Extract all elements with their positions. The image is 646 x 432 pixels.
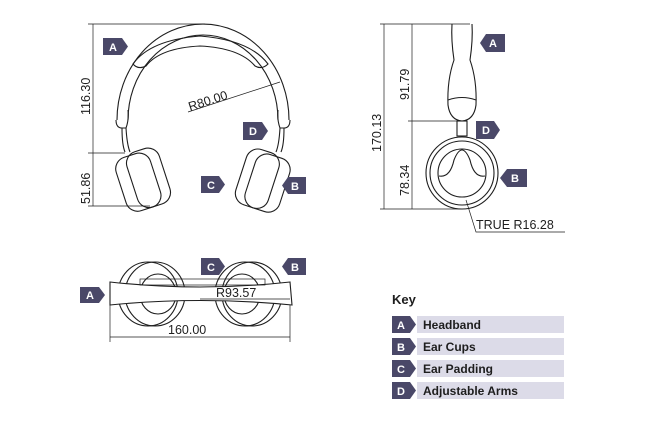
svg-text:Ear Cups: Ear Cups (423, 340, 476, 354)
label-c-top: C (201, 258, 225, 275)
headband-pad (132, 35, 269, 69)
arm-right (275, 127, 285, 153)
label-d-side: D (476, 121, 500, 139)
front-view: R80.00 116.30 51.86 A D C B (79, 23, 306, 213)
svg-text:Adjustable Arms: Adjustable Arms (423, 384, 518, 398)
key-item-headband: A Headband (392, 316, 564, 333)
label-d-front: D (243, 122, 268, 140)
key-item-adjustable-arms: D Adjustable Arms (392, 382, 564, 399)
ear-cup-side (425, 136, 499, 210)
top-width-dim: 160.00 (168, 323, 206, 337)
label-a-top: A (80, 287, 105, 303)
key-item-ear-cups: B Ear Cups (392, 338, 564, 355)
svg-text:B: B (291, 262, 299, 274)
front-height-dim: 116.30 (79, 78, 93, 115)
svg-text:A: A (109, 42, 117, 54)
svg-text:C: C (207, 180, 215, 192)
side-upper-dim: 91.79 (398, 69, 412, 100)
label-a-front: A (103, 38, 128, 55)
svg-text:Headband: Headband (423, 318, 481, 332)
arm-side (456, 120, 468, 137)
svg-text:A: A (397, 320, 405, 332)
side-radius-dim: TRUE R16.28 (476, 218, 554, 232)
arm-left (121, 127, 131, 153)
svg-text:A: A (86, 290, 94, 302)
svg-text:B: B (397, 342, 405, 354)
side-lower-dim: 78.34 (398, 165, 412, 196)
key-item-ear-padding: C Ear Padding (392, 360, 564, 377)
ear-cup-right (234, 148, 291, 213)
ear-cup-left (115, 147, 172, 212)
svg-text:B: B (511, 173, 519, 185)
headband-top (109, 281, 293, 306)
svg-text:B: B (291, 181, 299, 193)
key-legend: Key A Headband B Ear Cups C Ear Padding … (392, 292, 564, 399)
headband-side (447, 23, 477, 122)
side-total-dim: 170.13 (370, 114, 384, 152)
label-b-top: B (282, 258, 306, 275)
svg-text:C: C (207, 262, 215, 274)
label-b-front: B (282, 177, 306, 194)
top-radius-dim: R93.57 (216, 286, 256, 300)
svg-text:D: D (482, 125, 490, 137)
svg-text:D: D (397, 386, 405, 398)
front-radius-dim: R80.00 (187, 88, 230, 114)
label-c-front: C (201, 176, 225, 193)
side-view: 170.13 91.79 78.34 TRUE R16.28 A D B (370, 23, 565, 233)
label-a-side: A (480, 34, 505, 52)
front-cup-dim: 51.86 (79, 173, 93, 204)
svg-text:D: D (249, 126, 257, 138)
key-title: Key (392, 292, 417, 307)
top-view: R93.57 160.00 A C B (80, 258, 306, 342)
svg-text:C: C (397, 364, 405, 376)
headband-inner (127, 34, 279, 121)
label-b-side: B (500, 169, 527, 187)
svg-text:Ear Padding: Ear Padding (423, 362, 493, 376)
svg-text:A: A (489, 38, 497, 50)
